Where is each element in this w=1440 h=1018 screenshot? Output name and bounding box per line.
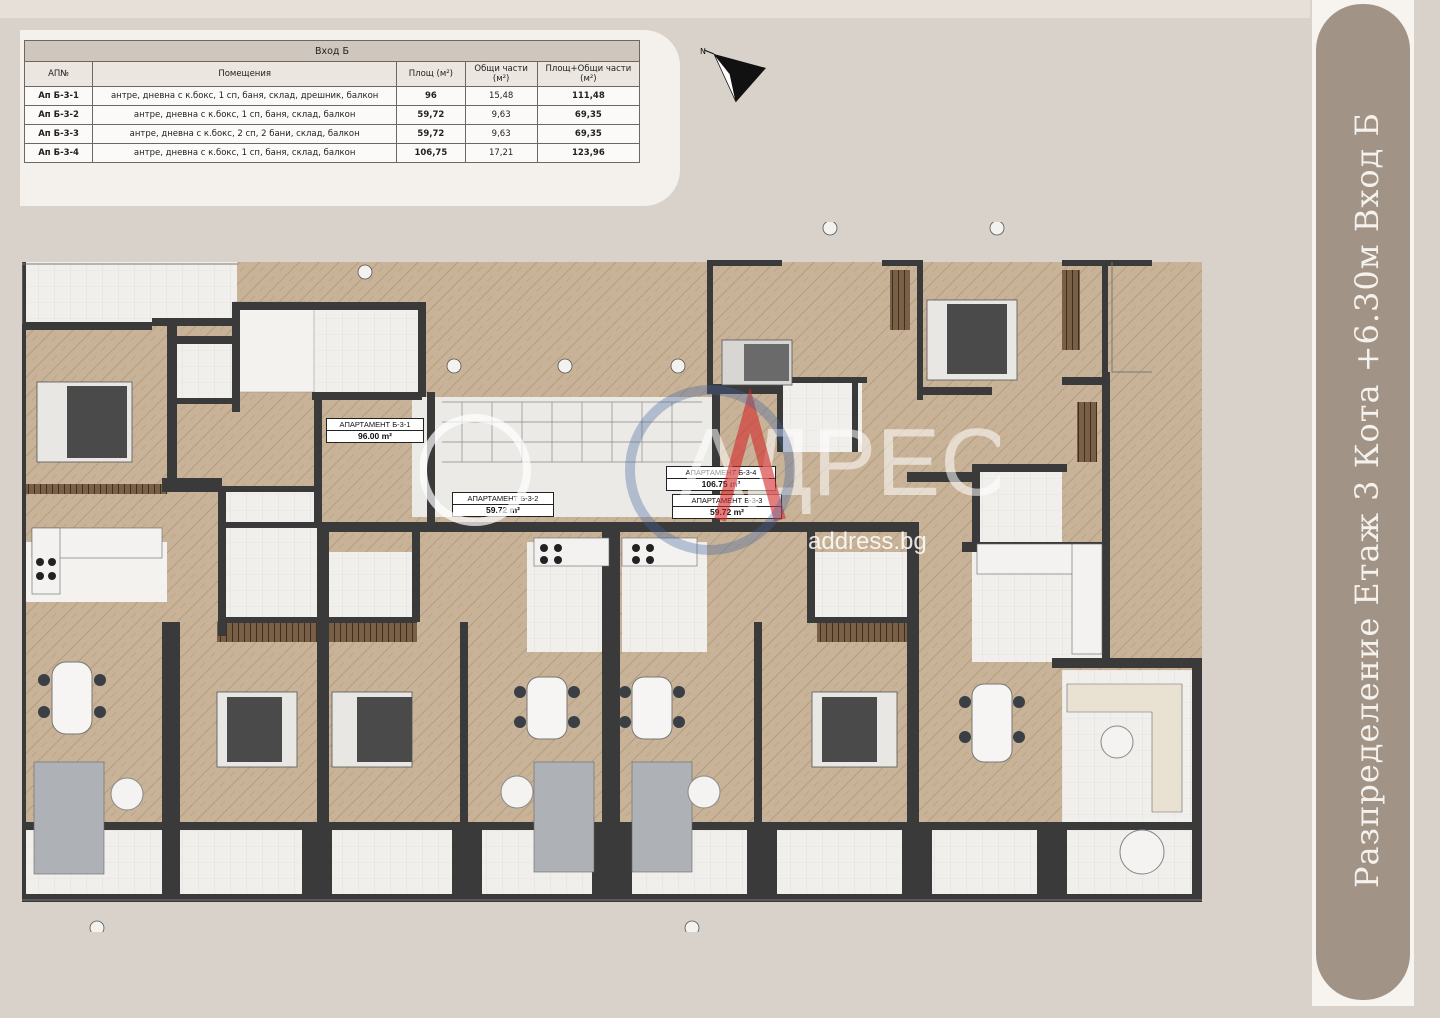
side-title-box: [1316, 4, 1410, 1000]
apartment-table: Вход Б АП№ Помещения Площ (м²) Общи част…: [23, 40, 641, 163]
apartment-name: АПАРТАМЕНТ Б-3-2: [453, 494, 553, 505]
side-title-text: Разпределение Етаж 3 Кота +6.30м Вход Б: [1348, 111, 1386, 889]
cell-total: 69,35: [536, 105, 641, 125]
watermark-site: address.bg: [808, 528, 927, 555]
balcony-railings: [22, 262, 1202, 901]
apartment-name: АПАРТАМЕНТ Б-3-3: [673, 496, 781, 507]
cell-area: 59,72: [396, 105, 466, 125]
cell-rooms: антре, дневна с к.бокс, 1 сп, баня, скла…: [92, 86, 398, 106]
cell-rooms: антре, дневна с к.бокс, 2 сп, 2 бани, ск…: [92, 124, 398, 144]
cell-apt-id: Ап Б-3-4: [23, 143, 94, 163]
apartment-area: 106.75 m²: [701, 479, 741, 489]
table-row: Ап Б-3-1 антре, дневна с к.бокс, 1 сп, б…: [23, 86, 641, 106]
side-title: Разпределение Етаж 3 Кота +6.30м Вход Б: [1348, 20, 1386, 980]
cell-apt-id: Ап Б-3-3: [23, 124, 94, 144]
apartment-name: АПАРТАМЕНТ Б-3-1: [327, 420, 423, 431]
beds: [36, 299, 1018, 768]
header-apt-number: АП№: [23, 61, 94, 87]
apartment-area: 59.72 m²: [709, 507, 745, 517]
top-strip: [0, 0, 1310, 18]
sofas: [33, 683, 1183, 875]
apartment-label-b-3-4: АПАРТАМЕНТ Б-3-4 106.75 m²: [666, 466, 776, 491]
apartment-label-b-3-1: АПАРТАМЕНТ Б-3-1 96.00 m²: [326, 418, 424, 443]
grid-axis-markers: [89, 222, 1005, 932]
svg-text:N: N: [700, 47, 706, 56]
wardrobes: [22, 270, 1097, 642]
table-row: Ап Б-3-2 антре, дневна с к.бокс, 1 сп, б…: [23, 105, 641, 125]
header-total-area: Площ+Общи части (м²): [536, 61, 641, 87]
cell-rooms: антре, дневна с к.бокс, 1 сп, баня, скла…: [92, 143, 398, 163]
cell-total: 111,48: [536, 86, 641, 106]
cell-total: 123,96: [536, 143, 641, 163]
apartment-area: 96.00 m²: [357, 431, 393, 441]
table-row: Ап Б-3-3 антре, дневна с к.бокс, 2 сп, 2…: [23, 124, 641, 144]
cell-common: 9,63: [464, 124, 538, 144]
cell-apt-id: Ап Б-3-2: [23, 105, 94, 125]
apartment-label-b-3-3: АПАРТАМЕНТ Б-3-3 59.72 m²: [672, 494, 782, 519]
dining-tables: [38, 661, 1025, 763]
apartment-area: 59.72 m²: [485, 505, 521, 515]
cell-total: 69,35: [536, 124, 641, 144]
table-caption: Вход Б: [24, 40, 640, 62]
cell-rooms: антре, дневна с к.бокс, 1 сп, баня, скла…: [92, 105, 398, 125]
round-tables: [110, 725, 1165, 875]
header-rooms: Помещения: [92, 61, 398, 87]
cell-area: 106,75: [396, 143, 466, 163]
cell-area: 59,72: [396, 124, 466, 144]
cooktops: [36, 544, 654, 580]
cell-common: 9,63: [464, 105, 538, 125]
cell-area: 96: [396, 86, 466, 106]
apartment-name: АПАРТАМЕНТ Б-3-4: [667, 468, 775, 479]
header-area: Площ (м²): [396, 61, 466, 87]
cell-common: 15,48: [464, 86, 538, 106]
table-row: Ап Б-3-4 антре, дневна с к.бокс, 1 сп, б…: [23, 143, 641, 163]
header-common-parts: Общи части (м²): [464, 61, 538, 87]
cell-apt-id: Ап Б-3-1: [23, 86, 94, 106]
floor-plan: [22, 222, 1202, 932]
north-arrow-icon: N: [700, 47, 766, 103]
apartment-label-b-3-2: АПАРТАМЕНТ Б-3-2 59.72 m²: [452, 492, 554, 517]
cell-common: 17,21: [464, 143, 538, 163]
